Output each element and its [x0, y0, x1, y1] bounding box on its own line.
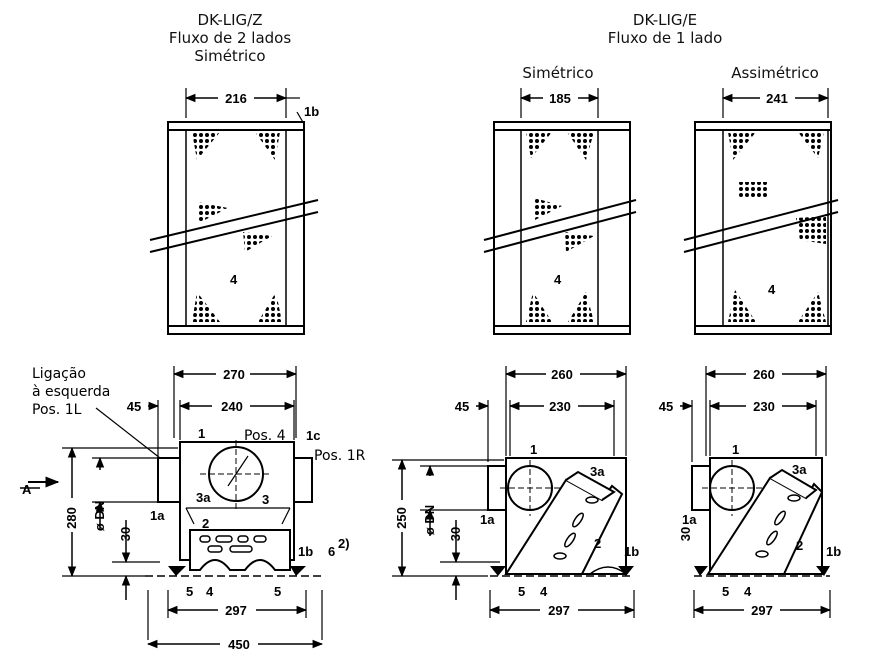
- label-4-e-asym: 4: [744, 584, 752, 599]
- label-1a-e-asym: 1a: [682, 512, 697, 527]
- top-view-z: [149, 88, 319, 335]
- left-conn-line2: à esquerda: [32, 384, 110, 400]
- section-view-e-sym: [392, 366, 636, 618]
- z-title: DK-LIG/Z: [197, 11, 263, 29]
- dim-z-270: 270: [223, 367, 245, 382]
- dim-e-asym-260: 260: [753, 367, 775, 382]
- label-pos1r: Pos. 1R: [314, 448, 366, 464]
- left-conn-line3: Pos. 1L: [32, 402, 82, 418]
- label-3a-e-asym: 3a: [792, 462, 807, 477]
- label-5-e-asym: 5: [722, 584, 729, 599]
- label-pos4: Pos. 4: [244, 428, 286, 444]
- left-conn-line1: Ligação: [32, 366, 86, 382]
- label-4-e-sym: 4: [540, 584, 548, 599]
- label-6: 6: [328, 544, 335, 559]
- label-4-z: 4: [206, 584, 214, 599]
- label-2-e-asym: 2: [796, 538, 803, 553]
- e-subtitle: Fluxo de 1 lado: [607, 29, 723, 47]
- dim-z-240: 240: [221, 399, 243, 414]
- dim-e-sym-297: 297: [548, 603, 570, 618]
- labels: 216 1b 4 185 4 241 4 Ligação à esquerda …: [22, 91, 841, 652]
- label-1b-e-asym: 1b: [826, 544, 841, 559]
- label-1b-z-top: 1b: [304, 104, 319, 119]
- dim-e-asym-230: 230: [753, 399, 775, 414]
- label-5-z-left: 5: [186, 584, 193, 599]
- dim-z-297: 297: [225, 603, 247, 618]
- label-4-z-top: 4: [230, 272, 238, 287]
- label-1-e-sym: 1: [530, 442, 537, 457]
- section-view-e-asym: [680, 366, 832, 618]
- label-4-e-sym-top: 4: [554, 272, 562, 287]
- label-2-z: 2: [202, 516, 209, 531]
- dim-e-sym-45: 45: [455, 399, 469, 414]
- label-5-z-right: 5: [274, 584, 281, 599]
- label-1a-e-sym: 1a: [480, 512, 495, 527]
- top-view-e-sym: [483, 88, 637, 335]
- label-4-e-asym-top: 4: [768, 282, 776, 297]
- dim-z-30: 30: [118, 527, 133, 541]
- dim-e-asym-45: 45: [659, 399, 673, 414]
- label-6-note: 2): [338, 536, 350, 551]
- label-1a-z: 1a: [150, 508, 165, 523]
- dim-e-sym-30: 30: [448, 527, 463, 541]
- label-1-z: 1: [198, 426, 205, 441]
- label-dn-z: ø DN: [92, 501, 107, 531]
- label-3a-z: 3a: [196, 490, 211, 505]
- top-view-e-asym: [683, 88, 839, 335]
- e-asym-label: Assimétrico: [731, 64, 819, 82]
- dim-z-280: 280: [64, 507, 79, 529]
- label-arrow-a: A: [22, 482, 32, 497]
- dim-e-sym-185: 185: [549, 91, 571, 106]
- dim-z-216: 216: [225, 91, 247, 106]
- z-subtitle: Fluxo de 2 lados: [168, 29, 292, 47]
- label-1-e-asym: 1: [732, 442, 739, 457]
- dim-e-asym-30: 30: [678, 527, 693, 541]
- dim-z-45: 45: [127, 399, 141, 414]
- dim-e-sym-260: 260: [551, 367, 573, 382]
- dim-e-sym-250: 250: [394, 507, 409, 529]
- e-title: DK-LIG/E: [632, 11, 698, 29]
- label-dn-e-sym: ø DN: [422, 505, 437, 535]
- z-variant: Simétrico: [194, 47, 266, 65]
- label-2-e-sym: 2: [594, 536, 601, 551]
- label-1b-e-sym: 1b: [624, 544, 639, 559]
- label-3a-e-sym: 3a: [590, 464, 605, 479]
- label-1b-z: 1b: [298, 544, 313, 559]
- label-5-e-sym: 5: [518, 584, 525, 599]
- dim-e-asym-241: 241: [766, 91, 788, 106]
- label-1c: 1c: [306, 428, 320, 443]
- section-view-z: [20, 366, 325, 649]
- e-sym-label: Simétrico: [522, 64, 594, 82]
- dim-z-450: 450: [228, 637, 250, 652]
- dim-e-sym-230: 230: [549, 399, 571, 414]
- label-3-z: 3: [262, 492, 269, 507]
- dim-e-asym-297: 297: [751, 603, 773, 618]
